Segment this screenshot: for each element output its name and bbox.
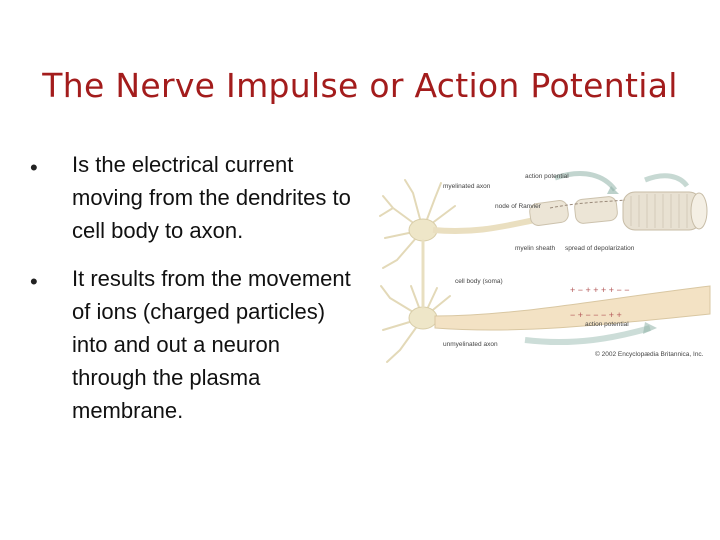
label-action-potential-2: action potential (585, 321, 629, 328)
label-myelin-sheath: myelin sheath (515, 245, 555, 252)
bullet-icon: • (30, 269, 38, 294)
bullet-item: • It results from the movement of ions (… (30, 262, 360, 427)
myelinated-neuron (379, 179, 456, 269)
svg-text:− + − − − + +: − + − − − + + (570, 310, 622, 320)
bullet-item: • Is the electrical current moving from … (30, 148, 360, 247)
copyright-text: © 2002 Encyclopædia Britannica, Inc. (595, 350, 704, 358)
neuron-diagram: + − + + + + − − − + − − − + + myelinated… (375, 168, 715, 368)
label-action-potential: action potential (525, 173, 569, 180)
label-node-of-ranvier: node of Ranvier (495, 203, 542, 210)
bullet-text: It results from the movement of ions (ch… (72, 266, 351, 423)
bullet-text: Is the electrical current moving from th… (72, 152, 351, 243)
svg-text:+ − + + + + − −: + − + + + + − − (570, 285, 630, 295)
label-spread-of-depolarization: spread of depolarization (565, 245, 635, 252)
unmyelinated-axon-body: + − + + + + − − − + − − − + + (434, 285, 711, 346)
label-myelinated-axon: myelinated axon (443, 183, 491, 190)
neuron-diagram-svg: + − + + + + − − − + − − − + + myelinated… (379, 171, 711, 363)
unmyelinated-neuron (380, 239, 451, 363)
myelinated-axon-body (432, 171, 708, 235)
label-unmyelinated-axon: unmyelinated axon (443, 341, 498, 348)
slide-title: The Nerve Impulse or Action Potential (42, 66, 678, 105)
bullet-list: • Is the electrical current moving from … (30, 148, 360, 442)
label-cell-body: cell body (soma) (455, 278, 503, 285)
bullet-icon: • (30, 155, 38, 180)
